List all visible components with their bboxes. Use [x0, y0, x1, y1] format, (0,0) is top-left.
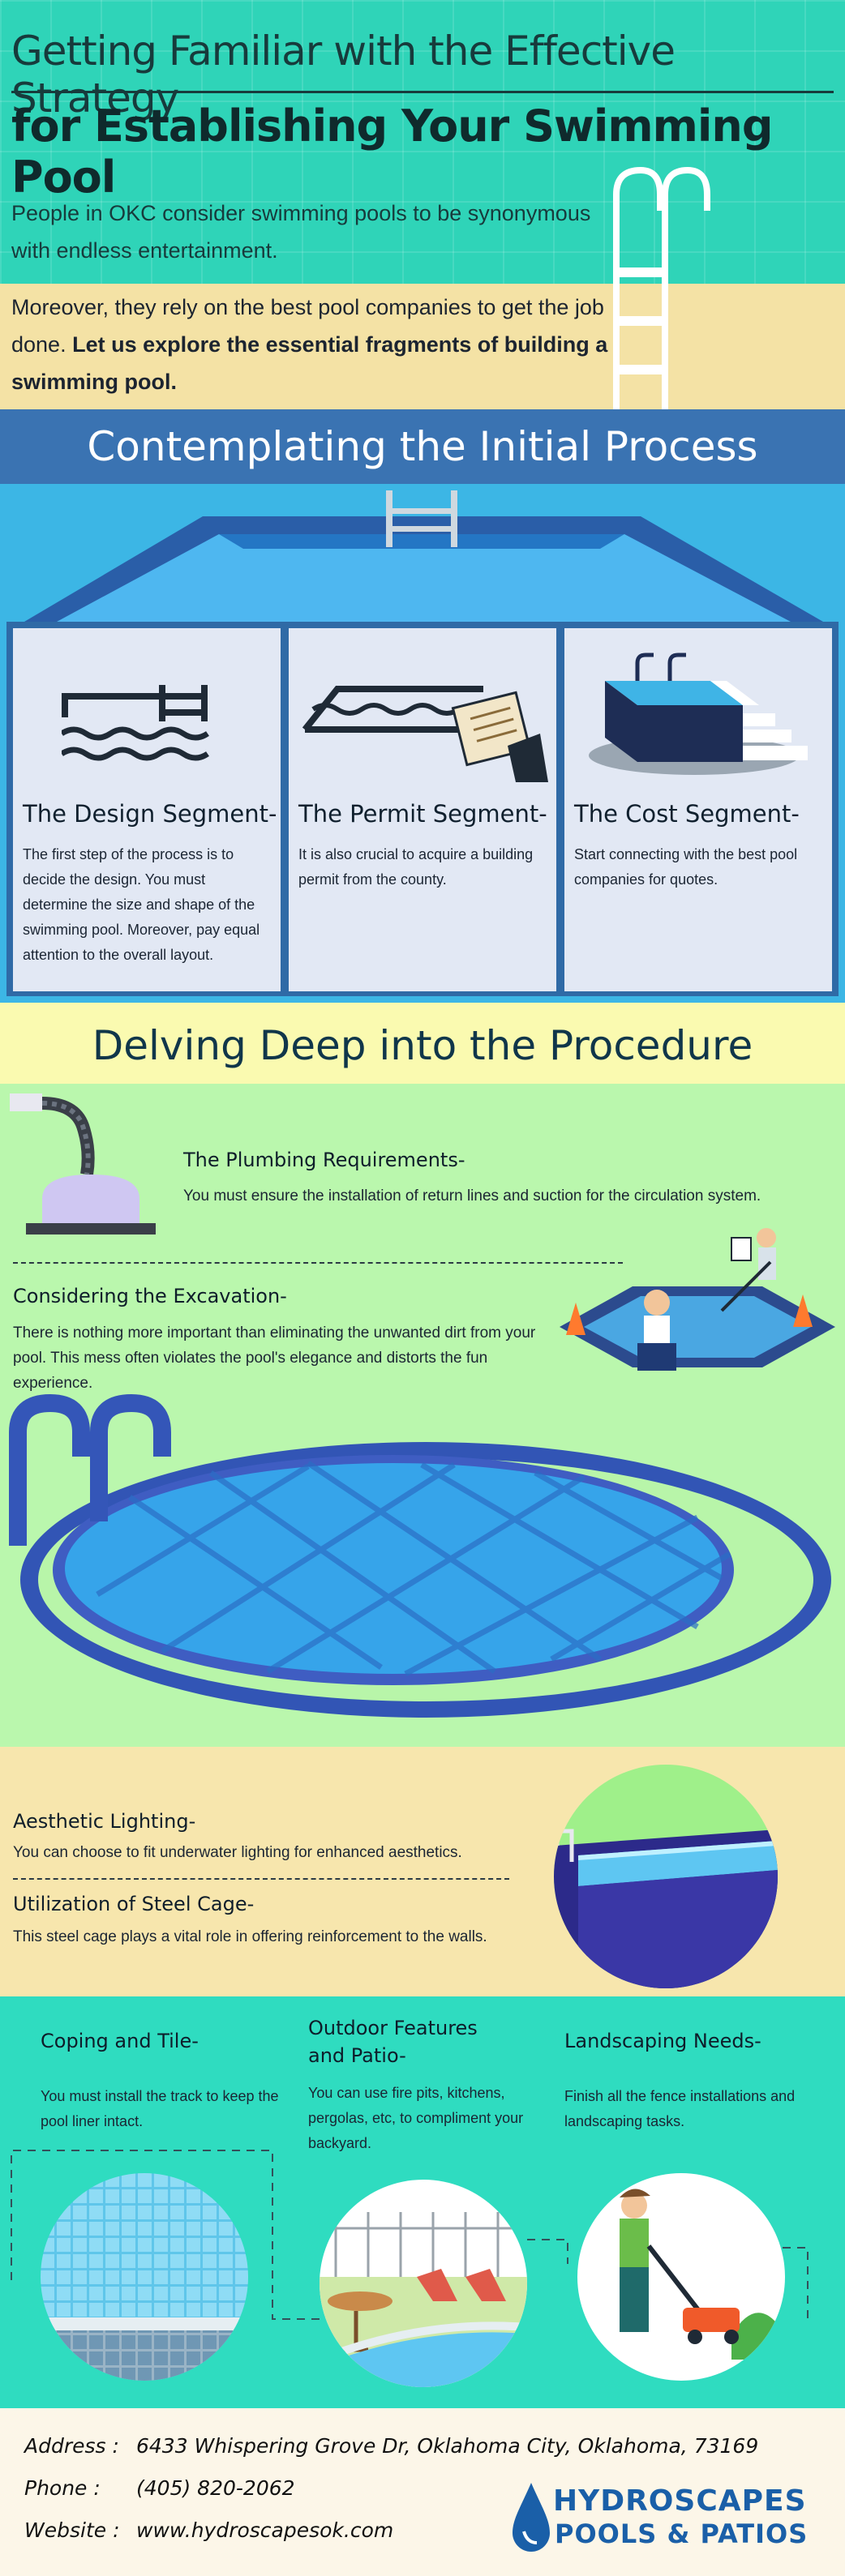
initial-process-section: Contemplating the Initial Process The De… [0, 409, 845, 1003]
initial-cards: The Design Segment- The first step of th… [6, 622, 839, 996]
coping-title: Coping and Tile- [41, 2030, 199, 2052]
procedure-title-band: Delving Deep into the Procedure [0, 1003, 845, 1084]
plumbing-body: You must ensure the installation of retu… [183, 1187, 761, 1205]
address-label: Address : [24, 2434, 119, 2458]
steel-body: This steel cage plays a vital role in of… [13, 1928, 487, 1945]
address-row: Address : 6433 Whispering Grove Dr, Oklah… [24, 2434, 758, 2458]
card-design: The Design Segment- The first step of th… [13, 628, 281, 991]
pool-tile-background [0, 0, 845, 284]
outdoor-title: Outdoor Features and Patio- [308, 2017, 478, 2067]
lighting-title: Aesthetic Lighting- [13, 1810, 196, 1833]
pool-steps-icon [589, 653, 808, 775]
pool-corner-illustration [554, 1765, 778, 1988]
website-label: Website : [24, 2518, 120, 2542]
card-cost-title: The Cost Segment- [574, 800, 800, 828]
patio-circle-illustration [320, 2180, 527, 2387]
card-cost: The Cost Segment- Start connecting with … [564, 628, 832, 991]
round-pool-illustration [9, 1393, 831, 1718]
hydroscapes-logo: HYDROSCAPES POOLS & PATIOS [503, 2481, 819, 2554]
logo-line-2: POOLS & PATIOS [555, 2518, 809, 2549]
extra-coping: Coping and Tile- You must install the tr… [41, 2027, 284, 2134]
logo-line-1: HYDROSCAPES [553, 2484, 807, 2518]
water-drop-icon [513, 2483, 550, 2552]
intro2-bold: Let us explore the essential fragments o… [11, 332, 608, 394]
landscaping-title: Landscaping Needs- [564, 2030, 761, 2052]
pool-pump-icon [10, 1093, 156, 1235]
permit-document-icon [302, 686, 548, 782]
dashed-divider [13, 1262, 623, 1264]
card-cost-body: Start connecting with the best pool comp… [574, 846, 798, 888]
card-permit-title: The Permit Segment- [298, 800, 547, 828]
address-value: 6433 Whispering Grove Dr, Oklahoma City,… [136, 2434, 759, 2458]
pool-ladder-icon [613, 166, 710, 409]
steel-title: Utilization of Steel Cage- [13, 1893, 255, 1915]
title-line-1: Getting Familiar with the Effective Stra… [11, 28, 676, 122]
design-ladder-icon [62, 685, 209, 761]
card-design-title: The Design Segment- [23, 800, 277, 828]
card-permit-body: It is also crucial to acquire a building… [298, 846, 534, 888]
initial-process-title: Contemplating the Initial Process [0, 409, 845, 484]
title-line-2: for Establishing Your Swimming Pool [11, 101, 774, 203]
intro-band [0, 284, 845, 409]
landscaping-body: Finish all the fence installations and l… [564, 2088, 796, 2129]
extra-outdoor: Outdoor Features and Patio- You can use … [308, 2014, 543, 2156]
pool-workers-illustration [560, 1228, 835, 1371]
website-link[interactable]: www.hydroscapesok.com [136, 2518, 394, 2542]
card-permit: The Permit Segment- It is also crucial t… [289, 628, 556, 991]
card-design-body: The first step of the process is to deci… [23, 846, 260, 963]
excavation-title: Considering the Excavation- [13, 1285, 287, 1307]
footer: Address : 6433 Whispering Grove Dr, Oklah… [0, 2408, 845, 2576]
title-divider [11, 91, 834, 93]
lighting-body: You can choose to fit underwater lightin… [13, 1844, 462, 1861]
website-row: Website : www.hydroscapesok.com [24, 2518, 393, 2542]
dashed-divider [13, 1878, 509, 1880]
intro-paragraph-2: Moreover, they rely on the best pool com… [11, 289, 611, 400]
landscaping-circle-illustration [577, 2173, 785, 2381]
procedure-section: The Plumbing Requirements- You must ensu… [0, 1084, 845, 1747]
intro2-plain: Moreover, they rely on the best pool com… [11, 295, 604, 357]
extra-landscaping: Landscaping Needs- Finish all the fence … [564, 2027, 808, 2134]
dashed-connector [11, 2150, 809, 2321]
phone-value[interactable]: (405) 820-2062 [136, 2476, 295, 2500]
coping-body: You must install the track to keep the p… [41, 2088, 279, 2129]
phone-row: Phone : (405) 820-2062 [24, 2476, 295, 2500]
extras-section: Coping and Tile- You must install the tr… [0, 1996, 845, 2408]
excavation-body: There is nothing more important than eli… [13, 1324, 536, 1392]
outdoor-body: You can use fire pits, kitchens, pergola… [308, 2085, 524, 2151]
plumbing-title: The Plumbing Requirements- [183, 1149, 465, 1171]
finishing-section: Aesthetic Lighting- You can choose to fi… [0, 1747, 845, 1996]
pool-illustration [0, 484, 845, 622]
procedure-title: Delving Deep into the Procedure [92, 1022, 753, 1069]
intro-paragraph: People in OKC consider swimming pools to… [11, 201, 591, 263]
tile-circle-illustration [41, 2173, 248, 2381]
phone-label: Phone : [24, 2476, 101, 2500]
header-section: Getting Familiar with the Effective Stra… [0, 0, 845, 409]
